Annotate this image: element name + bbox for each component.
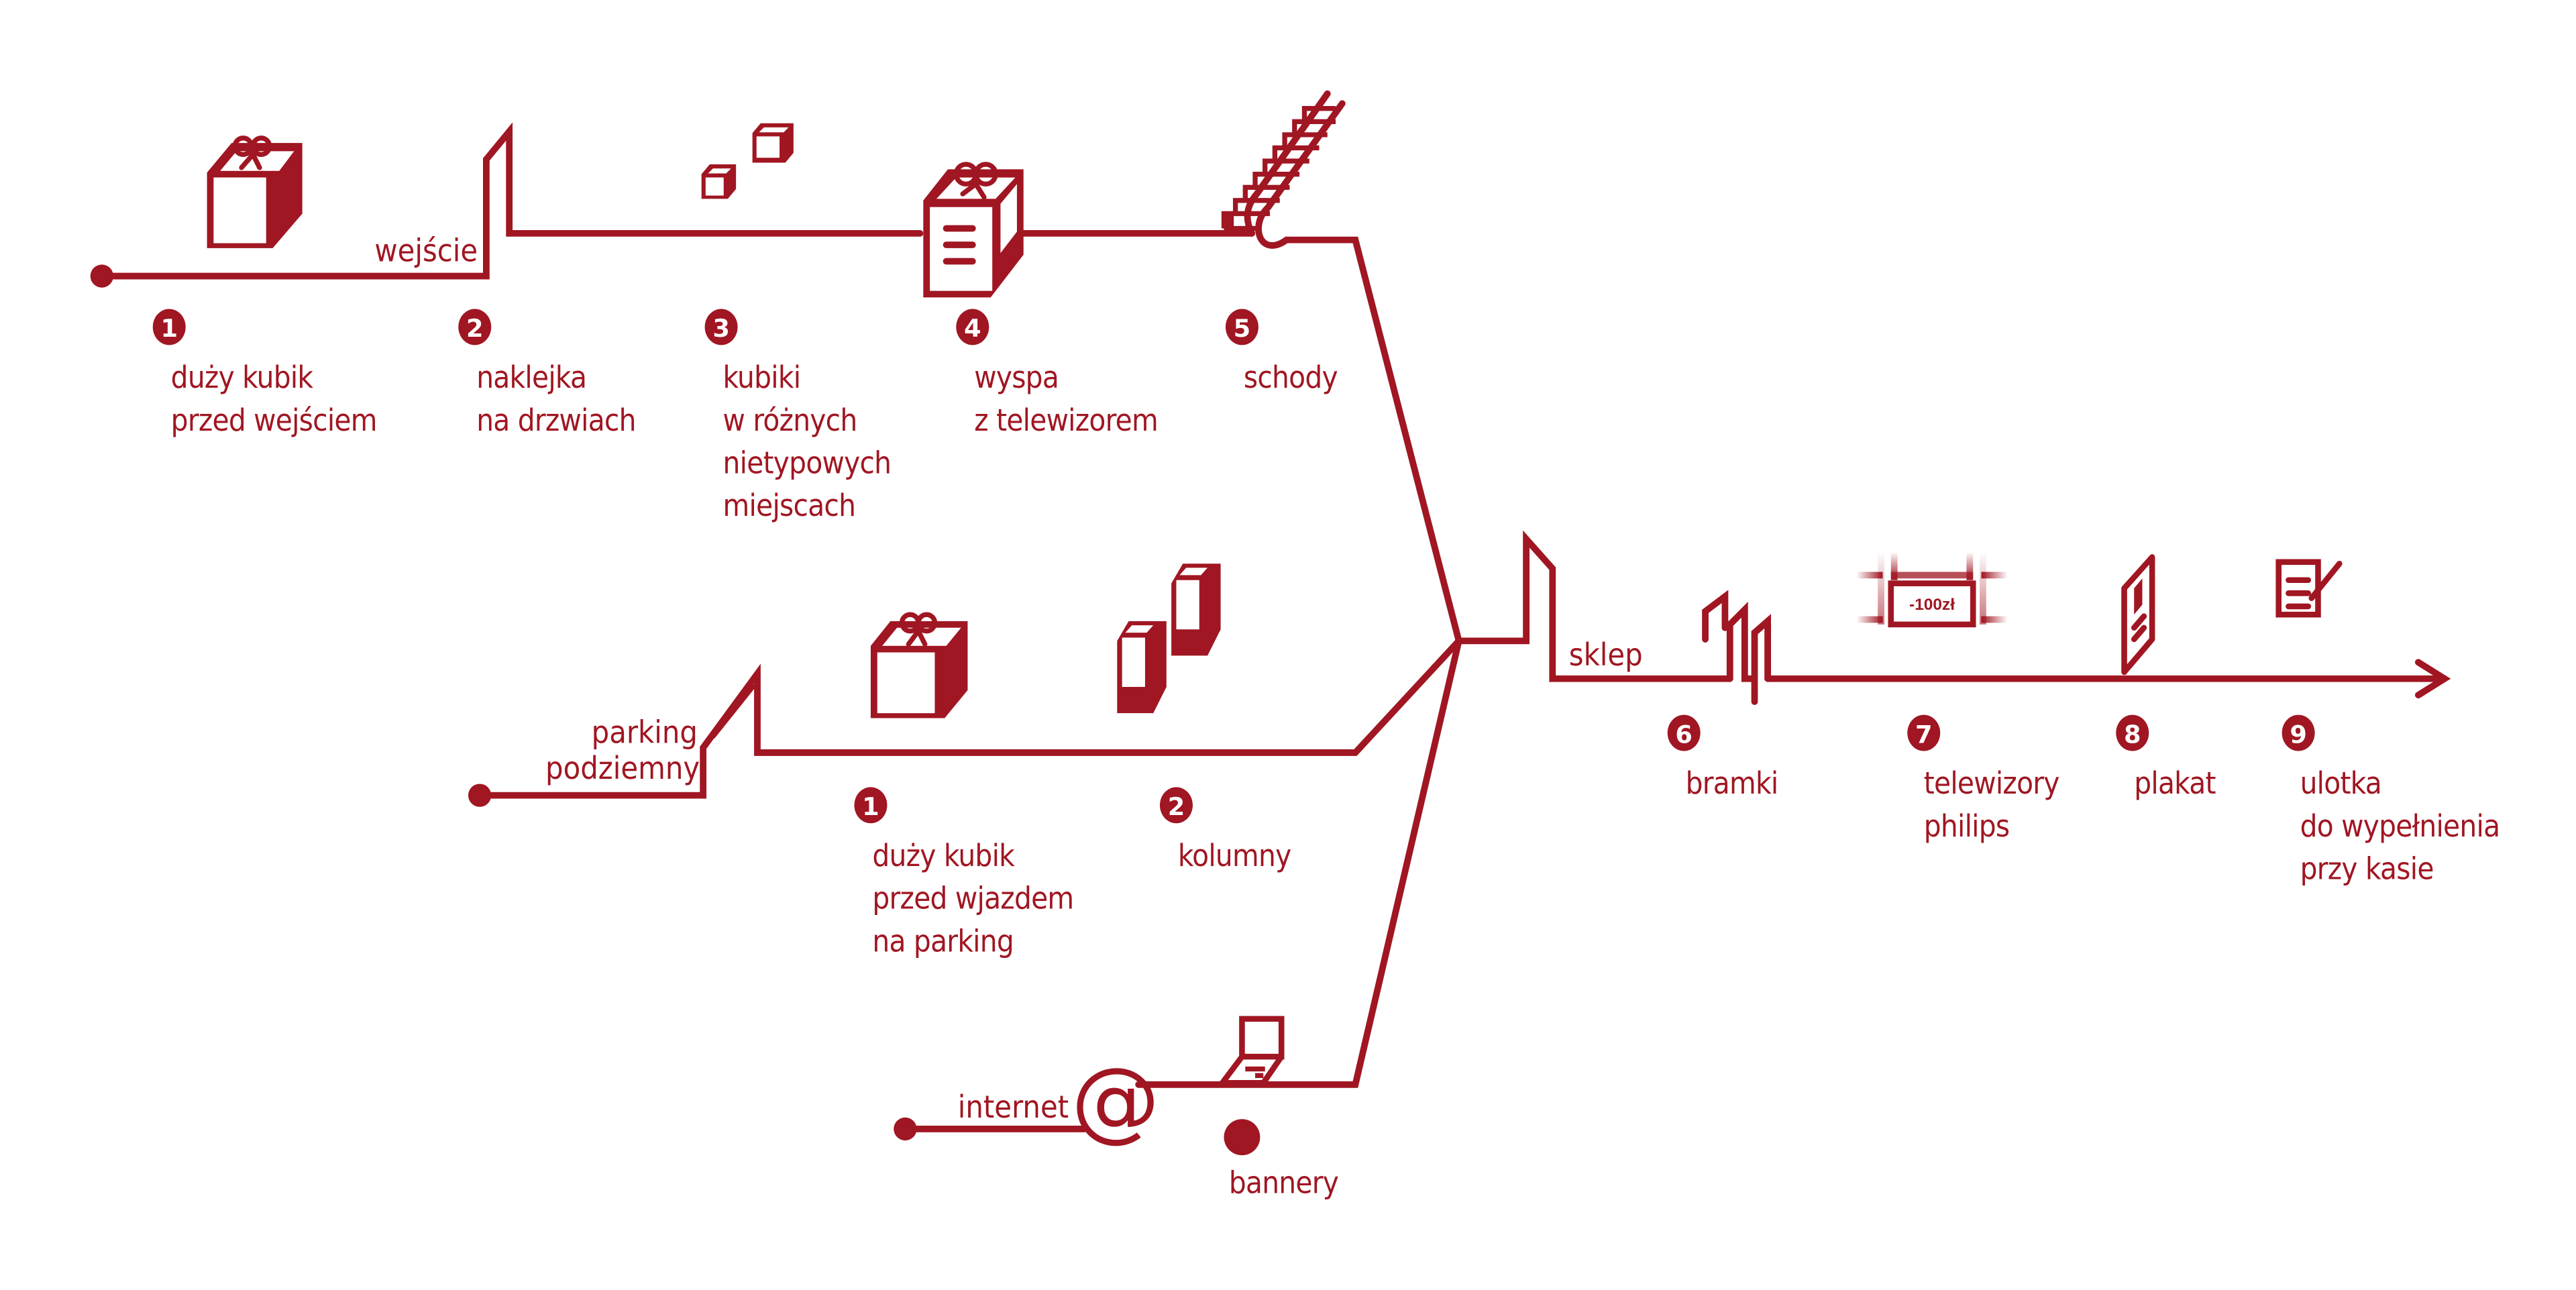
entrance-label: wejście — [374, 232, 478, 268]
svg-text:schody: schody — [1244, 360, 1338, 395]
entrance-step-5: 5 schody — [1225, 309, 1338, 395]
parking-label-line1: parking — [592, 714, 698, 750]
internet-label: internet — [958, 1089, 1069, 1125]
parking-step-2: 2 kolumny — [1159, 787, 1291, 873]
entrance-step-3: 3 kubiki w różnych nietypowych miejscach — [704, 309, 892, 523]
svg-text:2: 2 — [1168, 792, 1185, 821]
entrance-path: wejście — [90, 122, 1462, 645]
internet-path: internet @ — [894, 637, 1462, 1152]
svg-text:bannery: bannery — [1229, 1165, 1338, 1200]
svg-text:6: 6 — [1675, 720, 1693, 749]
at-sign-icon: @ — [1071, 1049, 1160, 1152]
price-tag: -100zł — [1909, 596, 1955, 614]
store-step-8: 8 plakat — [2116, 714, 2216, 801]
svg-text:do wypełnienia: do wypełnienia — [2300, 808, 2500, 844]
store-line — [1455, 530, 1733, 682]
svg-text:kolumny: kolumny — [1178, 838, 1291, 873]
svg-text:5: 5 — [1234, 314, 1251, 343]
svg-text:przed wejściem: przed wejściem — [171, 402, 377, 438]
svg-text:1: 1 — [862, 792, 879, 821]
store-path: sklep — [1455, 530, 2451, 705]
small-cubes-icon — [701, 123, 794, 199]
gift-cube-icon — [870, 612, 968, 718]
banner-dot-icon — [1224, 1119, 1260, 1156]
entrance-step-4: 4 wyspa z telewizorem — [956, 309, 1159, 438]
entrance-step-1: 1 duży kubik przed wejściem — [152, 309, 377, 438]
svg-text:3: 3 — [712, 314, 730, 343]
gift-tv-island-icon — [923, 162, 1024, 298]
svg-text:philips: philips — [1924, 808, 2010, 844]
entrance-line — [98, 122, 924, 280]
store-step-9: 9 ulotka do wypełnienia przy kasie — [2282, 714, 2500, 887]
svg-text:bramki: bramki — [1686, 765, 1778, 801]
internet-step-banners: bannery — [1229, 1165, 1339, 1200]
svg-text:4: 4 — [964, 314, 981, 343]
svg-text:miejscach: miejscach — [723, 488, 856, 523]
svg-text:7: 7 — [1915, 720, 1933, 749]
stairs-icon — [1221, 90, 1346, 249]
parking-line — [476, 637, 1462, 799]
gates-icon — [1702, 590, 1771, 705]
parking-label-line2: podziemny — [545, 750, 700, 786]
store-step-7: 7 telewizory philips — [1907, 714, 2059, 844]
svg-text:plakat: plakat — [2134, 765, 2216, 801]
svg-text:nietypowych: nietypowych — [723, 445, 892, 481]
svg-text:duży kubik: duży kubik — [872, 838, 1015, 873]
store-label: sklep — [1569, 637, 1643, 673]
svg-text:na parking: na parking — [872, 923, 1014, 959]
svg-text:przed wjazdem: przed wjazdem — [872, 881, 1073, 916]
svg-text:duży kubik: duży kubik — [171, 360, 314, 395]
svg-text:na drzwiach: na drzwiach — [476, 402, 636, 438]
svg-text:telewizory: telewizory — [1924, 765, 2059, 801]
svg-text:kubiki: kubiki — [723, 360, 801, 395]
entrance-step-2: 2 naklejka na drzwiach — [458, 309, 636, 438]
entrance-line-3 — [1283, 236, 1462, 645]
svg-text:9: 9 — [2290, 720, 2307, 749]
internet-line — [1135, 637, 1462, 1088]
gift-cube-icon — [207, 136, 303, 248]
svg-text:ulotka: ulotka — [2300, 765, 2381, 801]
store-step-6: 6 bramki — [1667, 714, 1778, 801]
svg-text:wyspa: wyspa — [974, 360, 1059, 395]
arrow-head-icon — [2415, 659, 2451, 699]
tv-wall-icon: -100zł — [1856, 552, 2008, 628]
poster-icon — [2121, 554, 2155, 676]
svg-text:z telewizorem: z telewizorem — [974, 402, 1158, 438]
svg-text:8: 8 — [2124, 720, 2141, 749]
laptop-icon — [1219, 1016, 1285, 1086]
form-icon — [2275, 559, 2343, 618]
svg-text:1: 1 — [160, 314, 178, 343]
svg-text:przy kasie: przy kasie — [2300, 851, 2434, 887]
columns-icon — [1117, 563, 1221, 714]
svg-text:2: 2 — [466, 314, 484, 343]
parking-step-1: 1 duży kubik przed wjazdem na parking — [854, 787, 1074, 959]
svg-text:w różnych: w różnych — [723, 402, 857, 438]
parking-path: parking podziemny — [468, 637, 1462, 807]
svg-text:naklejka: naklejka — [476, 360, 586, 395]
